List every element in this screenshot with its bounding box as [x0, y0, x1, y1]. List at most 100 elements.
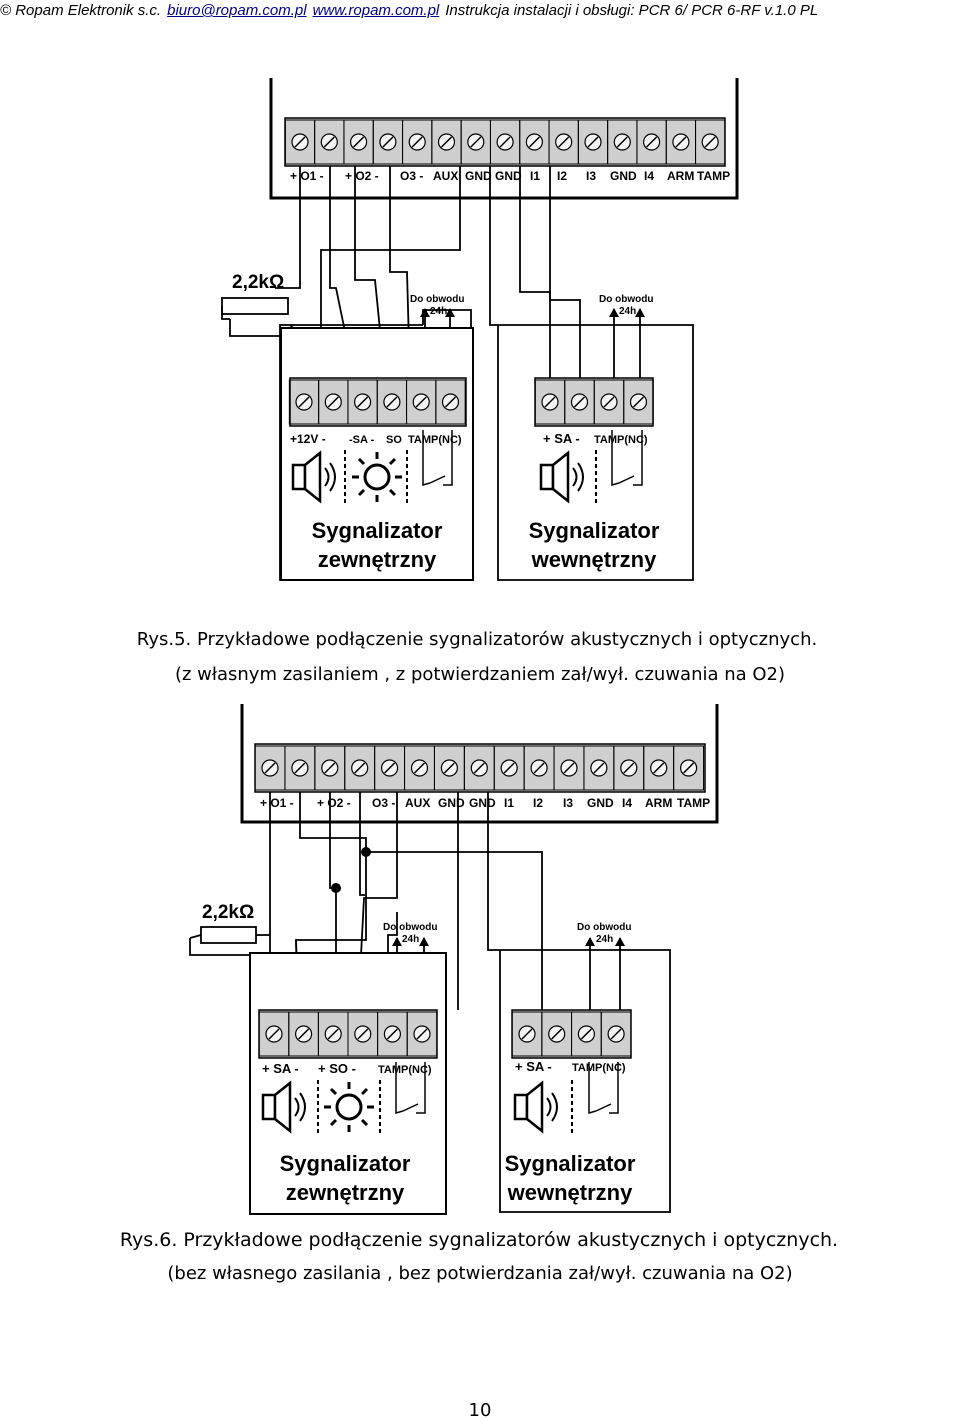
panel-terminal-screws — [284, 119, 726, 165]
screw-slot — [327, 396, 339, 408]
header-email-link[interactable]: biuro@ropam.com.pl — [167, 2, 307, 19]
panel-terminal-screws — [254, 745, 705, 791]
terminal-screws — [534, 379, 654, 425]
terminal-label-gnd: GND — [495, 169, 522, 183]
strobe-light-icon — [324, 1082, 374, 1132]
panel-terminal-labels: + O1 - + O2 - O3 - AUX GND GND I1 I2 I3 … — [260, 796, 710, 810]
terminal-label-tamp: TAMP — [697, 169, 730, 183]
screw-slot — [610, 1028, 622, 1040]
terminal-screws — [288, 379, 466, 425]
speaker-icon — [513, 1080, 558, 1134]
terminal-label-o3: O3 - — [372, 796, 395, 810]
terminal-label-tamp: TAMP(NC) — [594, 434, 648, 446]
external-siren: + SA - + SO - TAMP(NC) Sygnalizator zewn… — [249, 952, 447, 1215]
circuit-note: 24h — [430, 306, 447, 317]
circuit-note: Do obwodu — [577, 922, 631, 933]
screw-slot — [268, 1028, 280, 1040]
internal-siren: + SA - TAMP(NC) Sygnalizator wewnętrzny — [529, 377, 660, 572]
screw-slot — [357, 396, 369, 408]
header-manual-title: Instrukcja instalacji i obsługi: PCR 6/ … — [445, 2, 819, 19]
tamper-switch-icon — [588, 1062, 619, 1114]
terminal-label-tamp: TAMP(NC) — [408, 434, 462, 446]
siren-title: Sygnalizator — [505, 1151, 636, 1176]
screw-slot — [298, 1028, 310, 1040]
external-siren: +12V - -SA - SO TAMP(NC) Sygnalizator ze… — [280, 327, 474, 581]
terminal-screws — [511, 1011, 632, 1057]
terminal-label-o2: + O2 - — [317, 796, 351, 810]
terminal-label-gnd: GND — [587, 796, 614, 810]
circuit-note: 24h — [402, 934, 419, 945]
speaker-icon — [261, 1080, 306, 1134]
figure-6-caption: Rys.6. Przykładowe podłączenie sygnaliza… — [119, 1229, 839, 1251]
terminal-label-aux: AUX — [405, 796, 430, 810]
terminal-label-i2: I2 — [557, 169, 567, 183]
panel-terminal-labels: + O1 - + O2 - O3 - AUX GND GND I1 I2 I3 … — [290, 169, 730, 183]
screw-slot — [558, 136, 570, 148]
screw-slot — [573, 396, 586, 408]
terminal-label-sa: + SA - — [543, 431, 580, 446]
screw-slot — [324, 762, 336, 774]
strobe-light-icon — [352, 452, 402, 502]
header-website-link[interactable]: www.ropam.com.pl — [312, 2, 440, 19]
screw-slot — [551, 1028, 563, 1040]
figure-6-wiring-diagram: + O1 - + O2 - O3 - AUX GND GND I1 I2 I3 … — [189, 704, 719, 1215]
terminal-label-i3: I3 — [563, 796, 573, 810]
terminal-label-o3: O3 - — [400, 169, 423, 183]
screw-slot — [440, 136, 453, 148]
junction-dot — [331, 883, 341, 893]
resistor-symbol — [221, 297, 289, 315]
screw-slot — [593, 762, 605, 774]
screw-slot — [382, 136, 394, 148]
screw-slot — [470, 136, 482, 148]
terminal-label-i3: I3 — [586, 169, 596, 183]
screw-slot — [386, 396, 398, 408]
terminal-cell — [695, 119, 726, 165]
tamper-switch-icon — [395, 1062, 426, 1114]
speaker-icon — [539, 450, 584, 504]
tamper-switch-icon — [422, 430, 453, 486]
terminal-label-o1: + O1 - — [290, 169, 324, 183]
screw-slot — [683, 762, 695, 774]
circuit-note: Do obwodu — [599, 294, 653, 305]
screw-slot — [353, 136, 365, 148]
screw-slot — [653, 762, 665, 774]
resistor-label: 2,2kΩ — [232, 272, 284, 293]
screw-slot — [587, 136, 599, 148]
terminal-label-tamp: TAMP — [677, 796, 710, 810]
screw-slot — [294, 136, 306, 148]
terminal-label-so: + SO - — [318, 1061, 356, 1076]
terminal-label-arm: ARM — [667, 169, 694, 183]
speaker-icon — [291, 450, 336, 504]
terminal-label-gnd: GND — [465, 169, 492, 183]
screw-slot — [413, 762, 426, 774]
figure-5-wiring-diagram: + O1 - + O2 - O3 - AUX GND GND I1 I2 I3 … — [221, 78, 739, 581]
figure-5-caption: Rys.5. Przykładowe podłączenie sygnaliza… — [136, 629, 818, 650]
circuit-note: 24h — [596, 934, 613, 945]
screw-slot — [411, 136, 423, 148]
terminal-label-so: SO — [386, 434, 402, 446]
screw-slot — [327, 1028, 339, 1040]
terminal-label-gnd: GND — [438, 796, 465, 810]
terminal-label-sa: -SA - — [349, 434, 375, 446]
terminal-label-arm: ARM — [645, 796, 672, 810]
screw-slot — [386, 1028, 398, 1040]
page-number: 10 — [468, 1400, 492, 1421]
screw-slot — [473, 762, 485, 774]
screw-slot — [298, 396, 310, 408]
screw-slot — [533, 762, 545, 774]
screw-slot — [704, 136, 716, 148]
screw-slot — [521, 1028, 533, 1040]
screw-slot — [623, 762, 635, 774]
screw-slot — [603, 396, 615, 408]
terminal-label-i2: I2 — [533, 796, 543, 810]
screw-slot — [357, 1028, 369, 1040]
terminal-label-12v: +12V - — [290, 432, 326, 446]
siren-subtitle: wewnętrzny — [531, 547, 657, 572]
terminal-label-o2: + O2 - — [345, 169, 379, 183]
screw-slot — [354, 762, 366, 774]
terminal-label-sa: + SA - — [515, 1059, 552, 1074]
terminal-label-gnd: GND — [469, 796, 496, 810]
screw-slot — [646, 136, 658, 148]
figure-5-caption-note: (z własnym zasilaniem , z potwierdzaniem… — [174, 664, 786, 685]
terminal-label-i1: I1 — [530, 169, 540, 183]
